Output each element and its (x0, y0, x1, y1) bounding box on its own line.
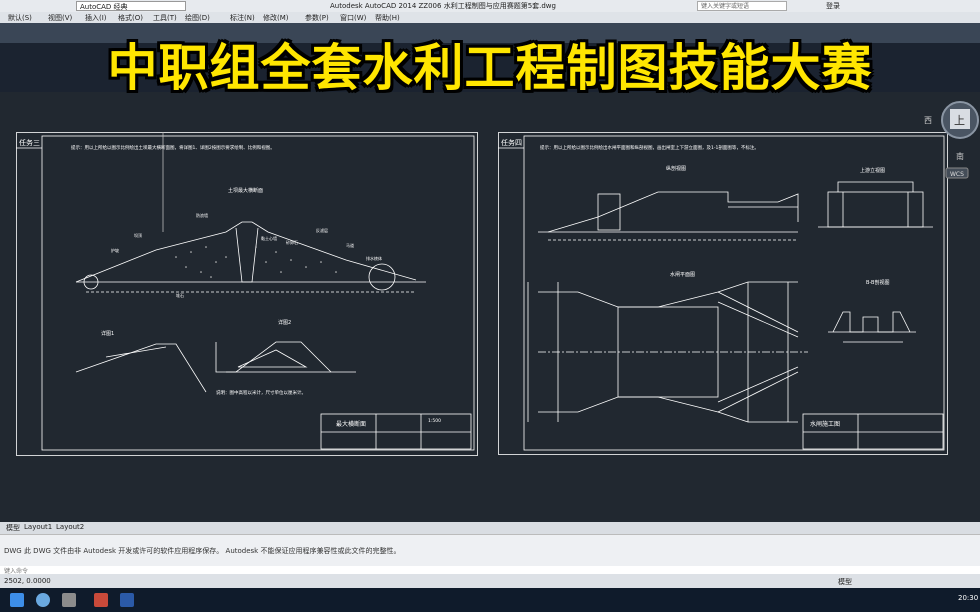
command-input[interactable]: 键入命令 (0, 566, 980, 575)
sheet3-section-title: 土坝最大横断面 (228, 187, 263, 194)
tab-layout1[interactable]: Layout1 (24, 523, 53, 531)
toolbar (0, 23, 980, 43)
sheet3-task: 提示：用以上所给以图示比例绘出土坝最大横断面图，将详图1、详图2按图示要求绘制、… (71, 144, 275, 151)
menu-item-tools[interactable]: 工具(T) (153, 14, 177, 22)
wcs-label[interactable]: WCS (950, 171, 964, 178)
sheet3-note: 说明：图中高程以米计，尺寸单位以厘米计。 (216, 389, 306, 396)
model-space-button[interactable]: 模型 (838, 578, 852, 586)
video-banner: 中职组全套水利工程制图技能大赛 (0, 22, 980, 97)
menu-item-draw[interactable]: 绘图(D) (185, 14, 210, 22)
viewcube-west[interactable]: 西 (924, 116, 932, 125)
sheet4-tag: 任务四 (501, 138, 522, 147)
clock: 20:30 (958, 594, 979, 602)
sheet4-task: 提示：用以上所给以图示比例绘出水闸平面图和纵剖视图，画出闸室上下游立面图，及1-… (540, 144, 759, 151)
viewcube[interactable]: 上 西 南 WCS (922, 92, 980, 184)
detail1-title: 详图1 (101, 330, 114, 337)
section-title: B-B剖视图 (866, 279, 890, 286)
window-title: Autodesk AutoCAD 2014 ZZ006 水利工程制图与应用赛题第… (330, 2, 556, 10)
menu-item-dimension[interactable]: 标注(N) (230, 14, 255, 22)
windows-start-icon[interactable] (10, 593, 24, 607)
label-crest: 坝顶 (134, 232, 142, 238)
workspace-selector[interactable]: AutoCAD 经典 (76, 1, 186, 11)
menu-bar: 默认(S) 视图(V) 插入(I) 格式(O) 工具(T) 绘图(D) 标注(N… (0, 12, 980, 23)
sheet4-box-title: 水闸施工图 (810, 420, 840, 428)
menu-item-window[interactable]: 窗口(W) (340, 14, 367, 22)
tab-layout2[interactable]: Layout2 (56, 523, 85, 531)
longitudinal-title: 纵剖视图 (666, 165, 686, 172)
upstream-title: 上游立视图 (860, 167, 885, 174)
menu-item-insert[interactable]: 插入(I) (85, 14, 107, 22)
detail2-title: 详图2 (278, 319, 291, 326)
title-bar: AutoCAD 经典 Autodesk AutoCAD 2014 ZZ006 水… (0, 0, 980, 12)
task-view-icon[interactable] (62, 593, 76, 607)
status-bar: 2502, 0.0000 模型 (0, 574, 980, 588)
login-button[interactable]: 登录 (826, 2, 840, 10)
label-gravel: 砂卵石 (286, 239, 298, 245)
drawing-sheet-task3: 任务三 提示：用以上所给以图示比例绘出土坝最大横断面图，将详图1、详图2按图示要… (16, 132, 478, 456)
menu-item-param[interactable]: 参数(P) (305, 14, 329, 22)
sheet3-box-title: 最大横断面 (336, 420, 366, 428)
search-icon[interactable] (36, 593, 50, 607)
menu-item-format[interactable]: 格式(O) (118, 14, 143, 22)
search-input[interactable]: 键入关键字或短语 (697, 1, 787, 11)
menu-item-view[interactable]: 视图(V) (48, 14, 73, 22)
drawing-sheet-task4: 任务四 提示：用以上所给以图示比例绘出水闸平面图和纵剖视图，画出闸室上下游立面图… (498, 132, 948, 455)
label-filter: 反滤层 (316, 227, 328, 233)
plan-title: 水闸平面图 (670, 271, 695, 278)
command-history-line: DWG 此 DWG 文件由非 Autodesk 开发或许可的软件应用程序保存。 … (4, 547, 401, 555)
label-slope: 护坡 (111, 247, 119, 253)
label-core: 黏土心墙 (261, 235, 277, 241)
viewcube-south[interactable]: 南 (956, 151, 964, 161)
layout-tabs: 模型 Layout1 Layout2 (0, 522, 980, 534)
label-rock: 堆石 (176, 292, 184, 298)
tab-model[interactable]: 模型 (6, 524, 20, 532)
windows-taskbar: 20:30 (0, 588, 980, 612)
viewcube-top[interactable]: 上 (954, 114, 965, 127)
command-placeholder: 键入命令 (4, 568, 29, 575)
menu-item-modify[interactable]: 修改(M) (263, 14, 289, 22)
label-berm: 马道 (346, 242, 354, 248)
command-history: DWG 此 DWG 文件由非 Autodesk 开发或许可的软件应用程序保存。 … (0, 534, 980, 567)
label-drain: 排水棱体 (366, 255, 382, 261)
banner-text: 中职组全套水利工程制图技能大赛 (107, 39, 873, 97)
coordinate-readout: 2502, 0.0000 (4, 577, 51, 585)
label-wall: 防浪墙 (196, 212, 208, 218)
menu-item-default[interactable]: 默认(S) (8, 14, 32, 22)
autocad-icon[interactable] (94, 593, 108, 607)
sheet3-tag: 任务三 (19, 138, 40, 147)
menu-item-help[interactable]: 帮助(H) (375, 14, 400, 22)
app-r-icon[interactable] (120, 593, 134, 607)
sheet3-scale: 1:500 (428, 418, 441, 424)
